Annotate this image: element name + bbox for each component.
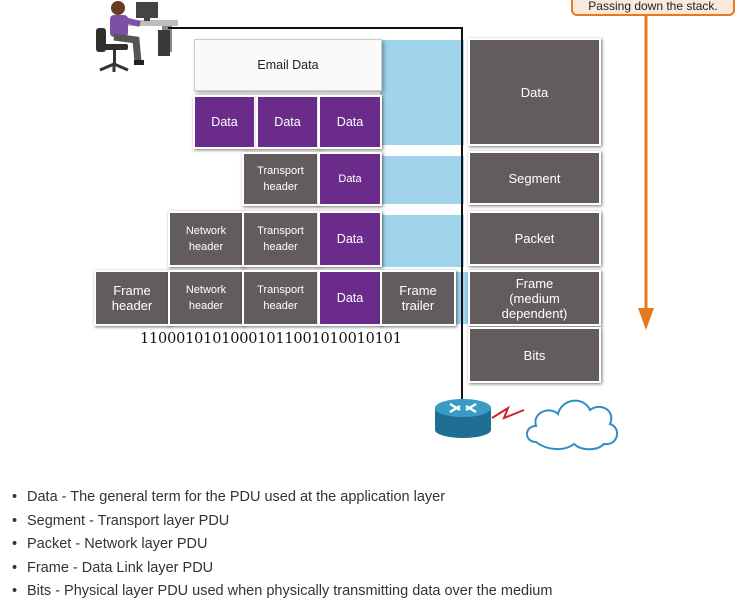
frame-header: Frame header <box>94 270 170 326</box>
network-cloud-icon <box>526 399 619 451</box>
frame-network-header: Network header <box>168 270 244 326</box>
list-item: •Packet - Network layer PDU <box>12 536 208 553</box>
pdu-frame: Frame (medium dependent) <box>468 270 601 326</box>
list-item: •Frame - Data Link layer PDU <box>12 559 214 576</box>
bits-string: 11000101010001011001010010101 <box>140 331 402 347</box>
segment-data: Data <box>318 152 382 206</box>
down-arrow-icon <box>638 16 654 330</box>
serial-link-icon <box>491 405 525 420</box>
list-item: •Bits - Physical layer PDU used when phy… <box>12 583 553 600</box>
stack-band-segment <box>380 156 464 204</box>
app-data-segment-1: Data <box>193 95 256 149</box>
email-data-box: Email Data <box>194 39 382 91</box>
pdu-segment: Segment <box>468 151 601 205</box>
frame-data: Data <box>318 270 382 326</box>
pdu-data: Data <box>468 38 601 146</box>
passing-down-callout: Passing down the stack. <box>571 0 735 16</box>
packet-transport-header: Transport header <box>242 211 319 267</box>
frame-trailer: Frame trailer <box>380 270 456 326</box>
stack-band-top <box>380 40 464 145</box>
router-icon <box>435 399 491 438</box>
frame-transport-header: Transport header <box>242 270 319 326</box>
user-workstation-icon <box>96 1 178 72</box>
packet-network-header: Network header <box>168 211 244 267</box>
email-data-label: Email Data <box>257 58 319 72</box>
app-data-segment-3: Data <box>318 95 382 149</box>
packet-data: Data <box>318 211 382 267</box>
segment-transport-header: Transport header <box>242 152 319 206</box>
pdu-packet: Packet <box>468 211 601 266</box>
list-item: •Segment - Transport layer PDU <box>12 512 230 529</box>
list-item: •Data - The general term for the PDU use… <box>12 489 446 505</box>
pdu-bits: Bits <box>468 327 601 383</box>
pdu-definitions-list: •Data - The general term for the PDU use… <box>12 486 552 604</box>
app-data-segment-2: Data <box>256 95 319 149</box>
stack-band-packet <box>380 215 464 267</box>
connection-line <box>168 27 463 400</box>
